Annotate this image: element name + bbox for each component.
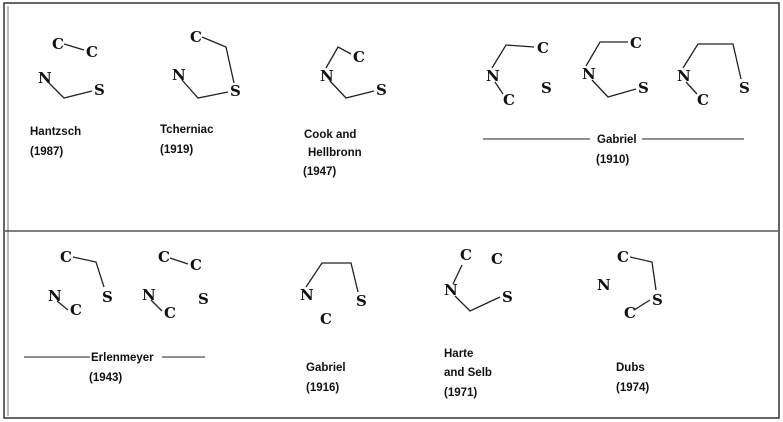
atom-n: N xyxy=(677,67,691,85)
atom-n: N xyxy=(582,65,596,83)
caption-harte-line2: and Selb xyxy=(444,367,492,379)
bond xyxy=(325,46,352,69)
caption-tcherniac-name: Tcherniac xyxy=(160,124,214,136)
bond xyxy=(150,299,163,312)
bond xyxy=(56,300,69,311)
caption-gabriel-1910-year: (1910) xyxy=(596,154,629,166)
bond xyxy=(491,44,535,69)
bond xyxy=(454,295,501,312)
caption-hantzsch-name: Hantzsch xyxy=(30,126,81,138)
atom-n: N xyxy=(300,286,314,304)
structure-gabriel-1916: N S C xyxy=(300,262,367,328)
atom-c: C xyxy=(503,91,515,109)
structure-tcherniac: C N S xyxy=(172,28,241,100)
bond xyxy=(585,41,628,67)
atom-c: C xyxy=(52,35,64,53)
caption-erlenmeyer-year: (1943) xyxy=(89,372,122,384)
atom-c: C xyxy=(190,256,202,274)
structure-cook-hellbronn: C N S xyxy=(320,46,387,99)
caption-harte-line1: Harte xyxy=(444,348,473,360)
bond xyxy=(682,43,742,80)
atom-c: C xyxy=(60,248,72,266)
bond xyxy=(685,81,698,95)
atom-n: N xyxy=(48,287,62,305)
bond xyxy=(72,256,105,288)
atom-c: C xyxy=(624,304,636,322)
atom-n: N xyxy=(444,281,458,299)
atom-s: S xyxy=(102,288,113,306)
atom-c: C xyxy=(164,304,176,322)
caption-hantzsch-year: (1987) xyxy=(30,146,63,158)
atom-c: C xyxy=(697,91,709,109)
atom-n: N xyxy=(320,67,334,85)
bond xyxy=(494,81,504,95)
structure-erlenmeyer-b: C C N S C xyxy=(142,248,209,322)
structure-gabriel-1910-a: C N S C xyxy=(486,39,552,109)
atom-n: N xyxy=(172,66,186,84)
atom-c: C xyxy=(617,248,629,266)
caption-dubs-name: Dubs xyxy=(616,362,645,374)
caption-gabriel-1916-year: (1916) xyxy=(306,382,339,394)
atom-c: C xyxy=(320,310,332,328)
caption-gabriel-1916-name: Gabriel xyxy=(306,362,346,374)
atom-s: S xyxy=(356,292,367,310)
atom-n: N xyxy=(486,67,500,85)
bond xyxy=(201,36,235,84)
structure-gabriel-1910-c: N S C xyxy=(677,43,750,109)
structure-gabriel-1910-b: C N S xyxy=(582,34,649,98)
atom-c: C xyxy=(460,246,472,264)
atom-s: S xyxy=(541,79,552,97)
caption-tcherniac-year: (1919) xyxy=(160,144,193,156)
atom-s: S xyxy=(652,291,663,309)
caption-cook-line2: Hellbronn xyxy=(308,147,362,159)
caption-erlenmeyer-name: Erlenmeyer xyxy=(91,352,154,364)
bond xyxy=(169,257,189,265)
bond xyxy=(329,80,375,99)
caption-cook-line1: Cook and xyxy=(304,129,356,141)
atom-s: S xyxy=(198,290,209,308)
atom-n: N xyxy=(597,276,611,294)
bond xyxy=(591,79,637,98)
atom-n: N xyxy=(142,286,156,304)
atom-s: S xyxy=(638,79,649,97)
bond xyxy=(181,79,229,99)
bond xyxy=(305,262,359,293)
bond xyxy=(452,264,463,285)
bond xyxy=(629,256,657,291)
structure-hantzsch: C C N S xyxy=(38,35,105,99)
structure-harte-selb: C C N S xyxy=(444,246,513,312)
atom-s: S xyxy=(376,81,387,99)
atom-s: S xyxy=(230,82,241,100)
atom-c: C xyxy=(537,39,549,57)
caption-harte-year: (1971) xyxy=(444,387,477,399)
caption-dubs-year: (1974) xyxy=(616,382,649,394)
outer-border xyxy=(3,2,780,419)
atom-c: C xyxy=(630,34,642,52)
caption-cook-year: (1947) xyxy=(303,166,336,178)
structure-erlenmeyer-a: C N S C xyxy=(48,248,113,319)
caption-gabriel-1910-name: Gabriel xyxy=(597,134,637,146)
atom-c: C xyxy=(353,48,365,66)
bond xyxy=(633,299,651,311)
bond xyxy=(63,43,85,51)
atom-s: S xyxy=(502,288,513,306)
structure-dubs: C N S C xyxy=(597,248,663,322)
atom-c: C xyxy=(190,28,202,46)
atom-c: C xyxy=(70,301,82,319)
bond xyxy=(47,81,93,99)
atom-c: C xyxy=(491,250,503,268)
atom-c: C xyxy=(86,43,98,61)
atom-s: S xyxy=(739,79,750,97)
atom-c: C xyxy=(158,248,170,266)
atom-s: S xyxy=(94,81,105,99)
